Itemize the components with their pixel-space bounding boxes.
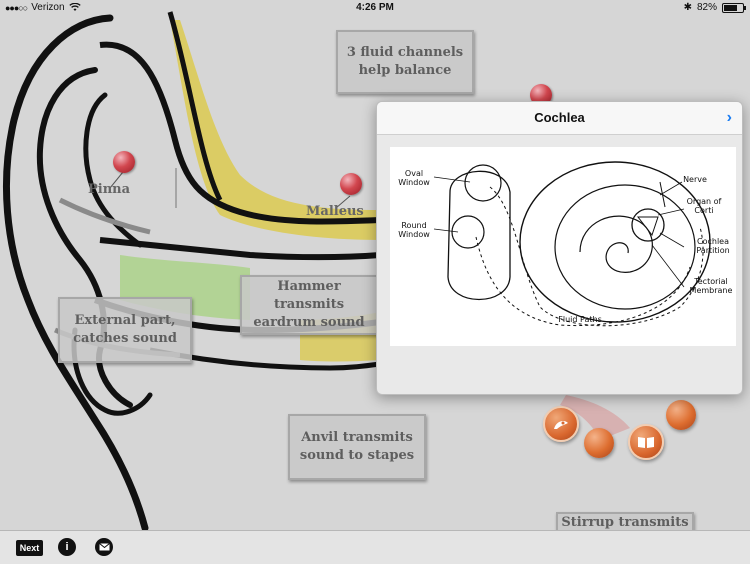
hammer-label[interactable]: Hammer transmits eardrum sound xyxy=(240,275,378,335)
bottom-toolbar: Next i xyxy=(0,530,750,564)
cochlea-drawing xyxy=(433,161,711,327)
fluid-channels-label[interactable]: 3 fluid channels help balance xyxy=(336,30,474,94)
battery-percent: 82% xyxy=(696,2,717,13)
bluetooth-icon: ✱ xyxy=(683,2,692,13)
stirrup-text: Stirrup transmits xyxy=(561,515,689,530)
canal-wall-bottom xyxy=(149,347,381,371)
canal-wall-mid xyxy=(99,237,381,261)
book-icon xyxy=(638,437,654,448)
pinna-pin[interactable] xyxy=(113,151,135,173)
pinna-label[interactable]: Pinna xyxy=(88,182,131,197)
malleus-pin-stem xyxy=(335,195,351,209)
fluid-channels-text: 3 fluid channels help balance xyxy=(346,45,464,78)
canal-wall-upper-right xyxy=(167,11,223,202)
mail-icon[interactable] xyxy=(95,538,113,556)
oval-window-label: Oval Window xyxy=(398,169,430,187)
ear-fold xyxy=(83,92,143,248)
canal-yellow-upper xyxy=(170,20,380,240)
popover-title: Cochlea xyxy=(534,110,585,125)
next-button[interactable]: Next xyxy=(16,540,43,556)
pinna-pin-stem xyxy=(109,171,124,189)
round-window-label: Round Window xyxy=(398,221,430,239)
stapes-shape xyxy=(560,395,630,440)
popover-header: Cochlea xyxy=(377,102,742,135)
hammer-text: Hammer transmits eardrum sound xyxy=(253,279,365,330)
anvil-text: Anvil transmits sound to stapes xyxy=(299,430,415,463)
book-button[interactable] xyxy=(628,424,664,460)
ear-view-button[interactable] xyxy=(543,406,579,442)
status-left: ●●●○○ Verizon xyxy=(5,2,81,13)
malleus-pin[interactable] xyxy=(340,173,362,195)
malleus-label[interactable]: Malleus xyxy=(306,204,364,219)
anvil-label[interactable]: Anvil transmits sound to stapes xyxy=(288,414,426,480)
cochlea-popover: Cochlea › Oval Window xyxy=(376,101,743,395)
tectorial-membrane-label: Tectorial Membrane xyxy=(689,277,733,295)
wifi-icon xyxy=(68,3,81,11)
status-right: ✱ 82% xyxy=(683,2,746,13)
status-time: 4:26 PM xyxy=(356,2,394,13)
cochlea-diagram: Oval Window Round Window Nerve Organ of … xyxy=(390,147,736,346)
external-part-label[interactable]: External part, catches sound xyxy=(58,297,192,363)
carrier-label: Verizon xyxy=(31,2,65,13)
info-icon[interactable]: i xyxy=(58,538,76,556)
cochlea-partition-label: Cochlea Partition xyxy=(696,237,730,255)
fluid-paths-label: Fluid Paths xyxy=(558,315,602,324)
external-part-text: External part, catches sound xyxy=(73,313,177,346)
orange-ball-2[interactable] xyxy=(666,400,696,430)
organ-of-corti-label: Organ of Corti xyxy=(686,197,722,215)
grey-bone xyxy=(58,197,151,235)
signal-icon: ●●●○○ xyxy=(5,2,28,13)
canal-wall-top xyxy=(99,41,381,225)
orange-ball-1[interactable] xyxy=(584,428,614,458)
chevron-right-icon[interactable]: › xyxy=(726,109,732,126)
ear-view-icon xyxy=(554,421,568,429)
ear-outline-outer xyxy=(2,14,149,530)
status-bar: ●●●○○ Verizon 4:26 PM ✱ 82% xyxy=(0,0,750,16)
nerve-label: Nerve xyxy=(683,175,707,184)
battery-icon xyxy=(722,2,746,13)
cochlea-pin[interactable] xyxy=(530,84,552,106)
